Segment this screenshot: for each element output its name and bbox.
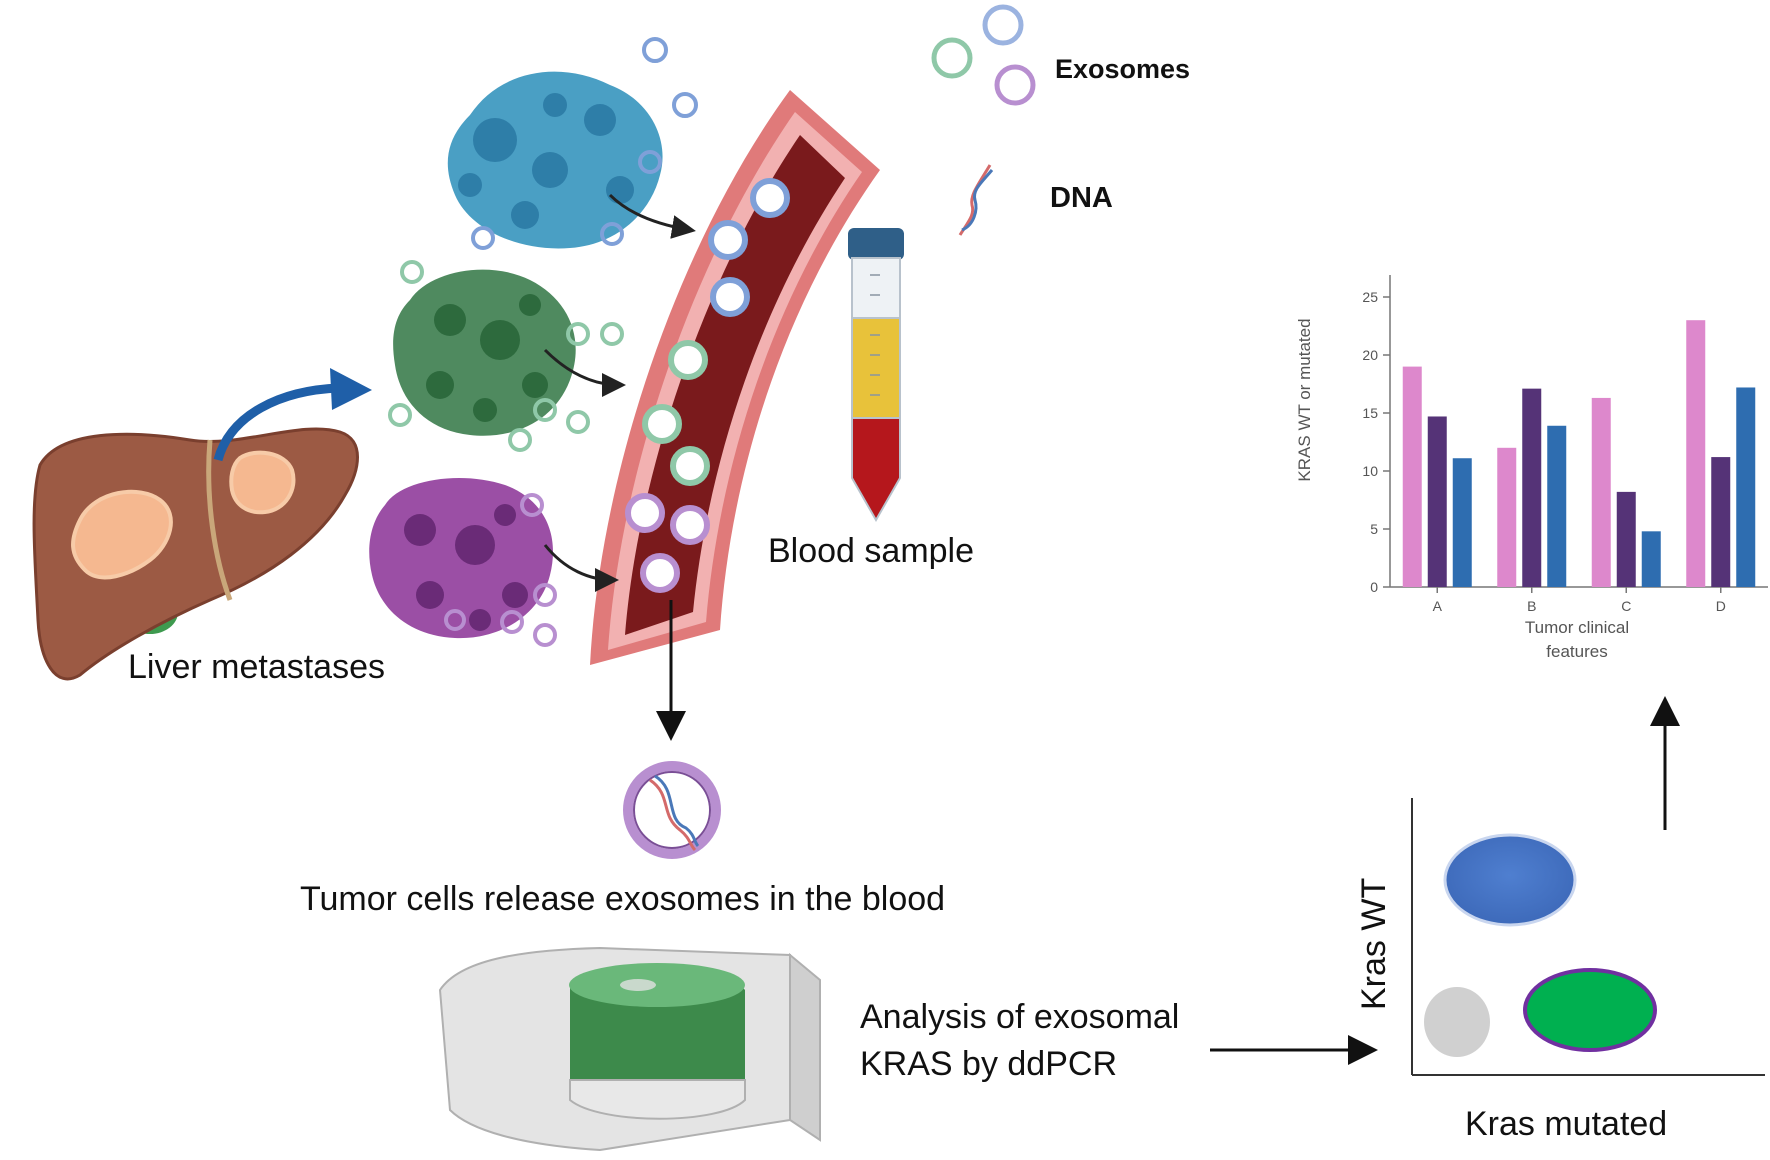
bar-b-series-2 bbox=[1522, 388, 1542, 587]
green-release-arrow bbox=[543, 348, 626, 397]
bar-b-series-1 bbox=[1497, 447, 1517, 587]
bar-c-series-1 bbox=[1591, 397, 1611, 587]
bar-a-series-1 bbox=[1402, 366, 1422, 587]
x-tick-label-d: D bbox=[1716, 598, 1726, 614]
ddpcr-y-label: Kras WT bbox=[1355, 878, 1393, 1010]
green-tumor-cluster bbox=[393, 269, 576, 436]
curved-blue-arrow bbox=[213, 383, 341, 462]
exosome-with-dna-icon bbox=[623, 761, 721, 859]
analysis-label-line2: KRAS by ddPCR bbox=[860, 1045, 1117, 1083]
blue-tumor-cluster bbox=[447, 71, 663, 249]
purple-release-arrow bbox=[543, 544, 619, 592]
dna-legend-label: DNA bbox=[1050, 182, 1113, 214]
cluster-mutated bbox=[1523, 968, 1657, 1052]
chart-x-label-line1: Tumor clinical bbox=[1525, 618, 1629, 637]
blood-sample-label: Blood sample bbox=[768, 532, 974, 570]
cluster-wt bbox=[1443, 833, 1577, 927]
x-tick-label-a: A bbox=[1433, 598, 1443, 614]
y-tick-label: 20 bbox=[1362, 347, 1378, 363]
y-tick-label: 10 bbox=[1362, 463, 1378, 479]
free-exosomes bbox=[388, 37, 698, 647]
liver-label: Liver metastases bbox=[128, 648, 385, 686]
x-tick-label-c: C bbox=[1621, 598, 1631, 614]
bar-b-series-3 bbox=[1547, 425, 1567, 587]
chart-x-label-line2: features bbox=[1546, 642, 1607, 661]
bar-d-series-1 bbox=[1686, 320, 1706, 587]
bar-c-series-2 bbox=[1616, 491, 1636, 587]
y-tick-label: 15 bbox=[1362, 405, 1378, 421]
blood-sample-tube bbox=[848, 228, 904, 523]
bar-a-series-3 bbox=[1452, 458, 1472, 587]
ddpcr-plot: Kras WT Kras mutated bbox=[1355, 798, 1765, 1143]
y-tick-label: 5 bbox=[1370, 521, 1378, 537]
purple-tumor-cluster bbox=[369, 477, 553, 639]
bar-a-series-2 bbox=[1427, 416, 1447, 587]
y-tick-label: 25 bbox=[1362, 289, 1378, 305]
release-label: Tumor cells release exosomes in the bloo… bbox=[300, 880, 945, 918]
analysis-label-line1: Analysis of exosomal bbox=[860, 998, 1179, 1036]
ddpcr-x-label: Kras mutated bbox=[1465, 1105, 1667, 1143]
blue-release-arrow bbox=[608, 193, 696, 239]
bar-d-series-3 bbox=[1736, 387, 1756, 587]
y-tick-label: 0 bbox=[1370, 579, 1378, 595]
cluster-negative bbox=[1424, 987, 1490, 1057]
exosome-legend-icon bbox=[931, 4, 1036, 106]
x-tick-label-b: B bbox=[1527, 598, 1536, 614]
vessel-exosomes bbox=[625, 178, 790, 593]
liver-illustration bbox=[32, 368, 372, 681]
bar-c-series-3 bbox=[1641, 531, 1661, 587]
exosomes-legend-label: Exosomes bbox=[1055, 54, 1190, 84]
bar-chart: 0 5 10 15 20 25 A B C D KRAS WT or mutated Tumor… bbox=[1295, 275, 1768, 661]
chart-y-label: KRAS WT or mutated bbox=[1295, 318, 1314, 481]
ddpcr-machine-icon bbox=[438, 946, 821, 1152]
dna-legend-icon bbox=[958, 164, 994, 236]
bar-d-series-2 bbox=[1711, 457, 1731, 587]
